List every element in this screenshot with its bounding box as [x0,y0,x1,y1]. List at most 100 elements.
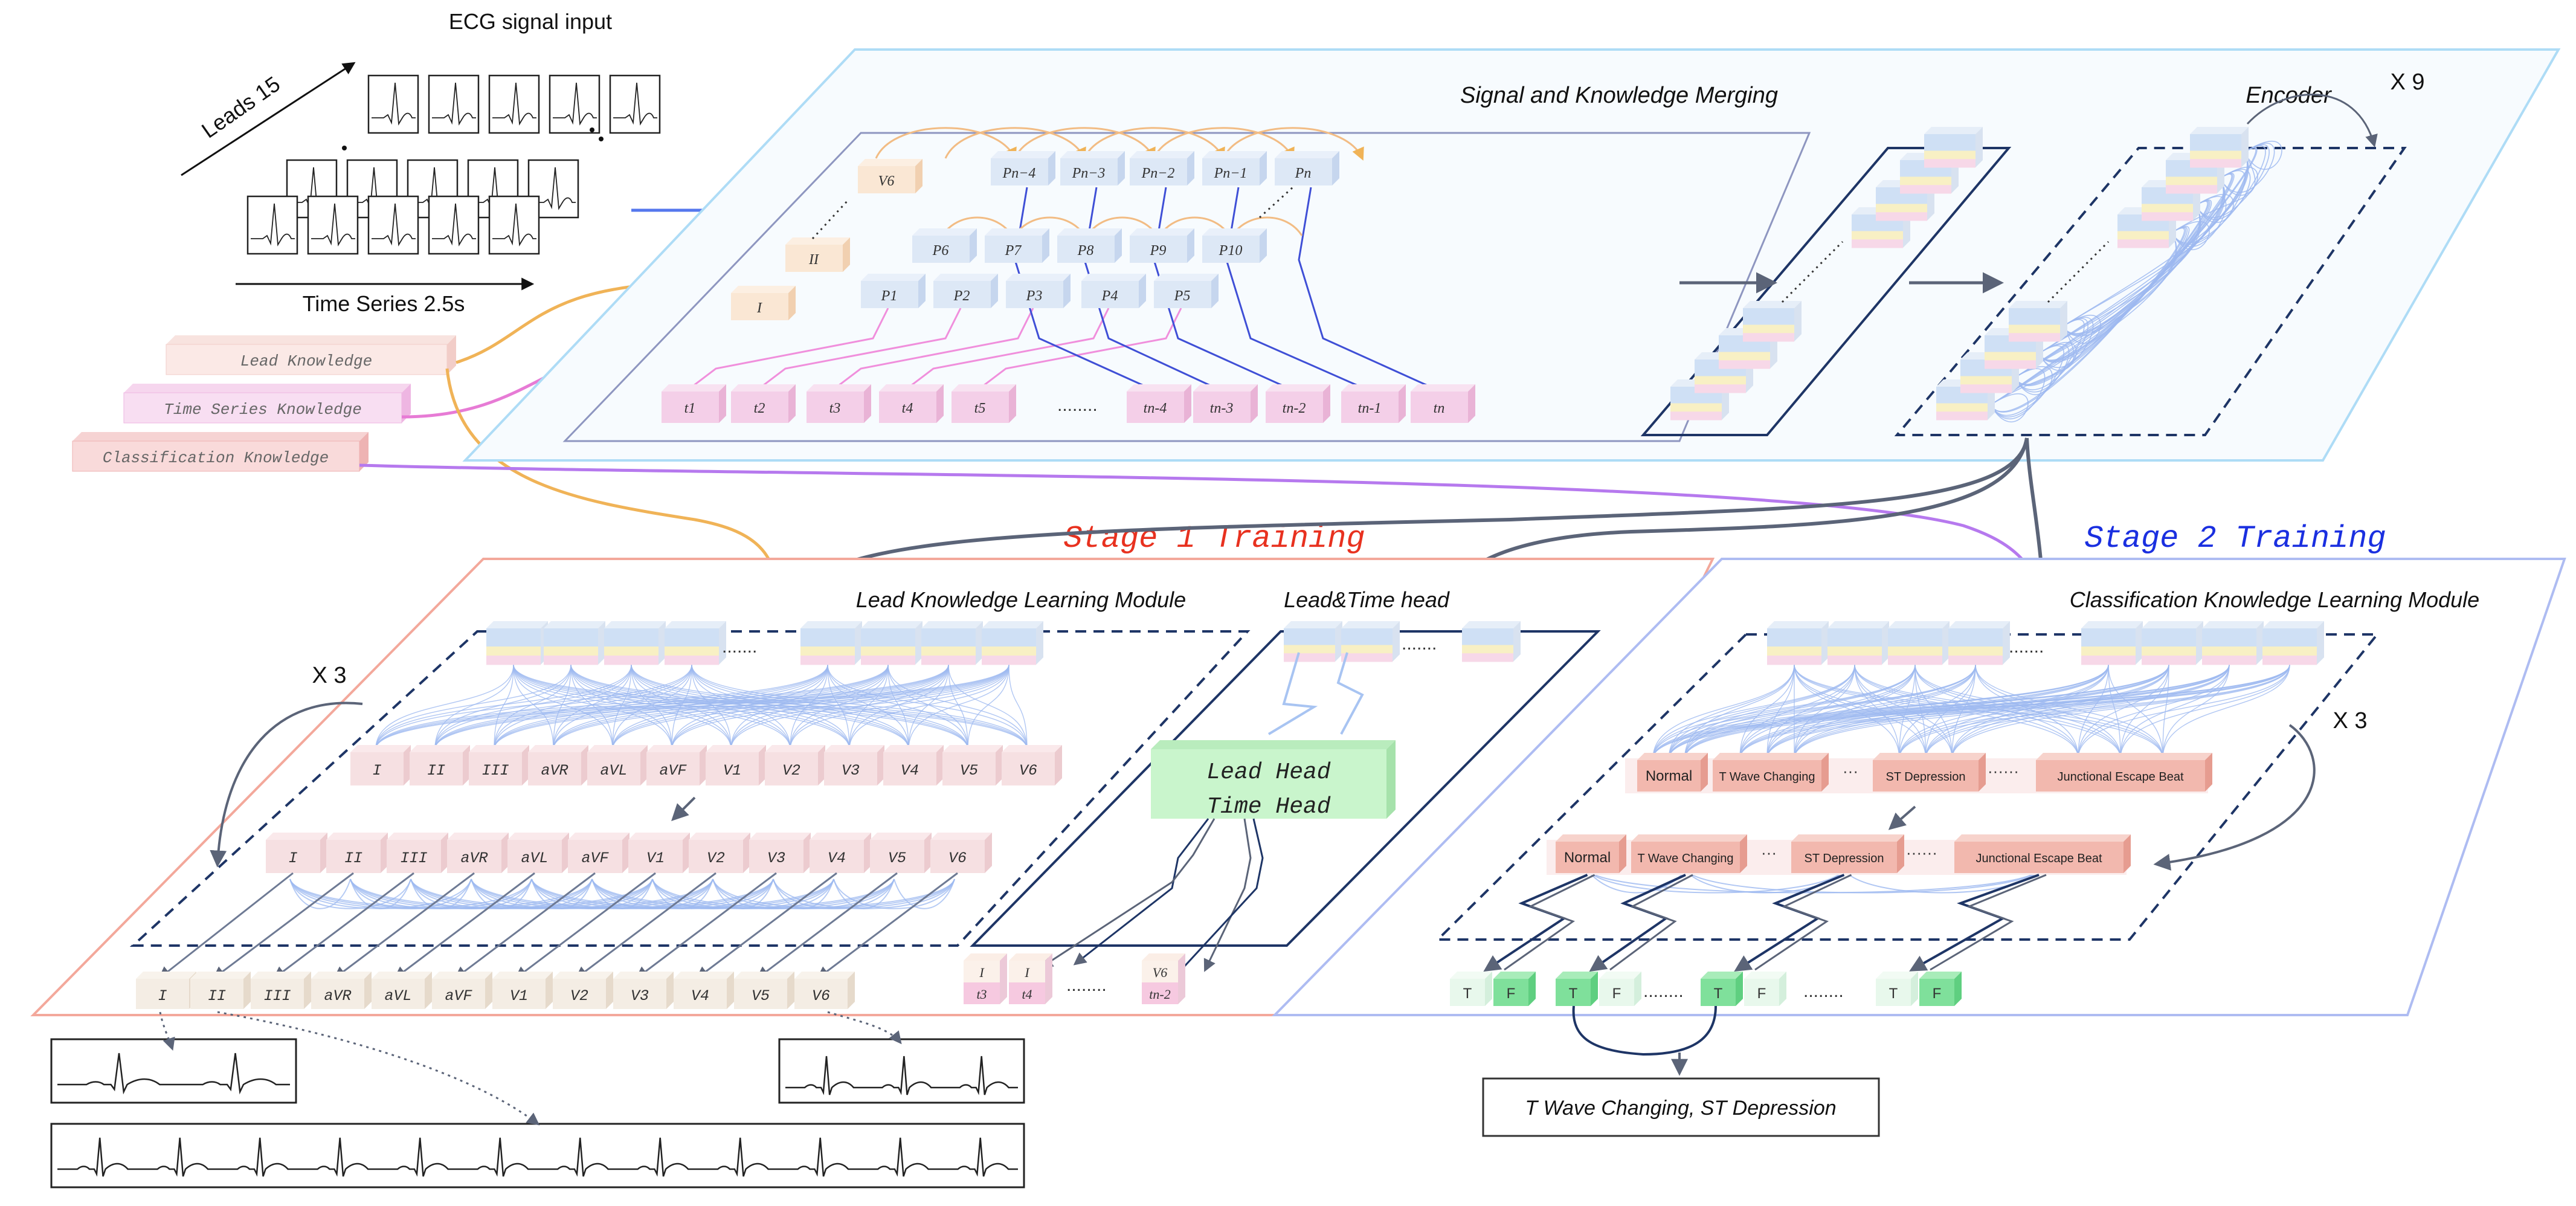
stage2-top-tokens: ....... [1767,621,2324,665]
time-knowledge-label: Time Series Knowledge [164,401,362,419]
stage2-repeat: X 3 [2333,708,2367,734]
stage1-row1-token [942,745,1003,785]
encoder-token [2190,127,2249,168]
head-output-time: tn-2 [1149,987,1170,1002]
time-token-label: tn-1 [1358,401,1382,416]
class-knowledge-label: Classification Knowledge [103,449,329,467]
stage2-top-ellipsis: ....... [2009,637,2044,657]
patch-token-label: P7 [1005,243,1022,259]
ecg-waveform [785,1056,1018,1095]
patch-token [1081,274,1146,308]
stage2-row2-label: Normal [1564,850,1611,866]
ecg-input-section: ECG signal input Leads 15 Time Series 2.… [181,9,661,316]
stage2-merge-path [1572,1005,1717,1056]
tf-true-label: T [1463,985,1472,1002]
stage1-row2-token [387,833,448,873]
stage1-row2-label: I [288,850,297,867]
tf-ellipsis: ........ [1803,981,1844,1001]
time-token-label: t4 [902,401,913,416]
stage2-row1-token [1713,753,1829,792]
stage2-row1-label: Normal [1646,768,1692,784]
patch-token-label: Pn−3 [1072,166,1106,181]
head-zigzag-paths [1040,652,1364,972]
time-token-label: t5 [974,401,986,416]
stage2-row-arrow [1888,805,1916,830]
tf-false-label: F [1757,985,1766,1002]
class-knowledge-to-stage2 [359,463,2057,633]
stage1-row2-label: V2 [707,850,725,867]
stage1-repeat: X 3 [312,663,346,688]
lead-head-label: Lead Head [1206,759,1330,785]
stage2-row2-dots: ··· [1761,843,1777,862]
stage2-plane: Classification Knowledge Learning Module… [1272,558,2566,1137]
stage1-head-title: Lead&Time head [1284,587,1450,612]
stage2-top-token [1948,621,2010,665]
stage1-row1-token [587,745,648,785]
lead-time-head-box: Lead Head Time Head [1151,740,1396,820]
stage1-row1-token [1002,745,1062,785]
tf-ellipsis: ........ [1643,981,1684,1001]
time-axis-label: Time Series 2.5s [303,291,465,316]
encoder-repeat-loop [2246,94,2378,148]
stage1-row1-label: II [427,762,445,779]
stage1-row2-token [568,833,630,873]
patch-token [1275,151,1339,185]
stage1-output-label: V4 [691,987,709,1005]
time-token [1341,384,1406,423]
patch-token [991,151,1055,185]
stage2-row1-token [2036,753,2212,792]
ecg-input-title: ECG signal input [449,9,612,34]
stage1-row1-label: III [481,762,509,779]
stage2-row2-dots: ······ [1906,843,1937,862]
stage2-top-token [2262,621,2324,665]
stage1-output-label: V2 [570,987,588,1005]
stage1-top-token [800,621,862,665]
patch-token-label: P1 [881,288,898,304]
tf-true-label: T [1714,985,1723,1002]
patch-token [933,274,998,308]
stage1-output-label: I [158,987,167,1005]
stage1-output-token [553,972,613,1009]
head-output-time: t3 [976,987,987,1002]
stage1-ecg-outputs [50,1011,1025,1188]
head-output-lead: I [1024,965,1030,980]
patch-token-label: P10 [1219,243,1243,259]
encoder-repeat: X 9 [2390,69,2424,95]
stage1-row1-label: aVF [659,762,687,779]
stage2-repeat-loop [2153,724,2316,871]
stage1-row1-label: V6 [1019,762,1037,779]
head-top-ellipsis: ....... [1402,634,1437,654]
merging-connections [685,127,1441,393]
time-token [1193,384,1258,423]
stage2-top-token [1827,621,1889,665]
lead-knowledge-bar: Lead Knowledge [166,335,456,375]
stage1-repeat-loop [210,701,363,868]
stage1-row1-label: I [372,762,381,779]
stage1-row2-label: V1 [646,850,665,867]
stage1-row1-token [765,745,825,785]
stage1-output-label: II [208,987,226,1005]
stage1-output-token [794,972,855,1009]
stage1-row2-label: aVL [521,850,548,867]
stage2-row1-token [1873,753,1986,792]
merging-title: Signal and Knowledge Merging [1460,83,1778,108]
stage1-plane: Lead Knowledge Learning Module Lead&Time… [30,558,1715,1188]
stage1-top-token [982,621,1043,665]
knowledge-inputs: Lead Knowledge Time Series Knowledge Cla… [72,335,456,472]
tf-false-label: F [1507,985,1516,1002]
stage1-output-links [158,872,958,979]
tf-true-label: T [1569,985,1578,1002]
ecg-waveform [57,1137,1018,1177]
stage1-output-token [674,972,734,1009]
patch-token [985,228,1049,263]
tf-true-token [1450,972,1492,1006]
stage1-row2-token [930,833,992,873]
head-output-lead: V6 [1153,965,1167,980]
patch-token-label: Pn−4 [1002,166,1036,181]
stage1-output-token [190,972,251,1009]
stage1-head-tokens: ....... [1284,621,1521,662]
